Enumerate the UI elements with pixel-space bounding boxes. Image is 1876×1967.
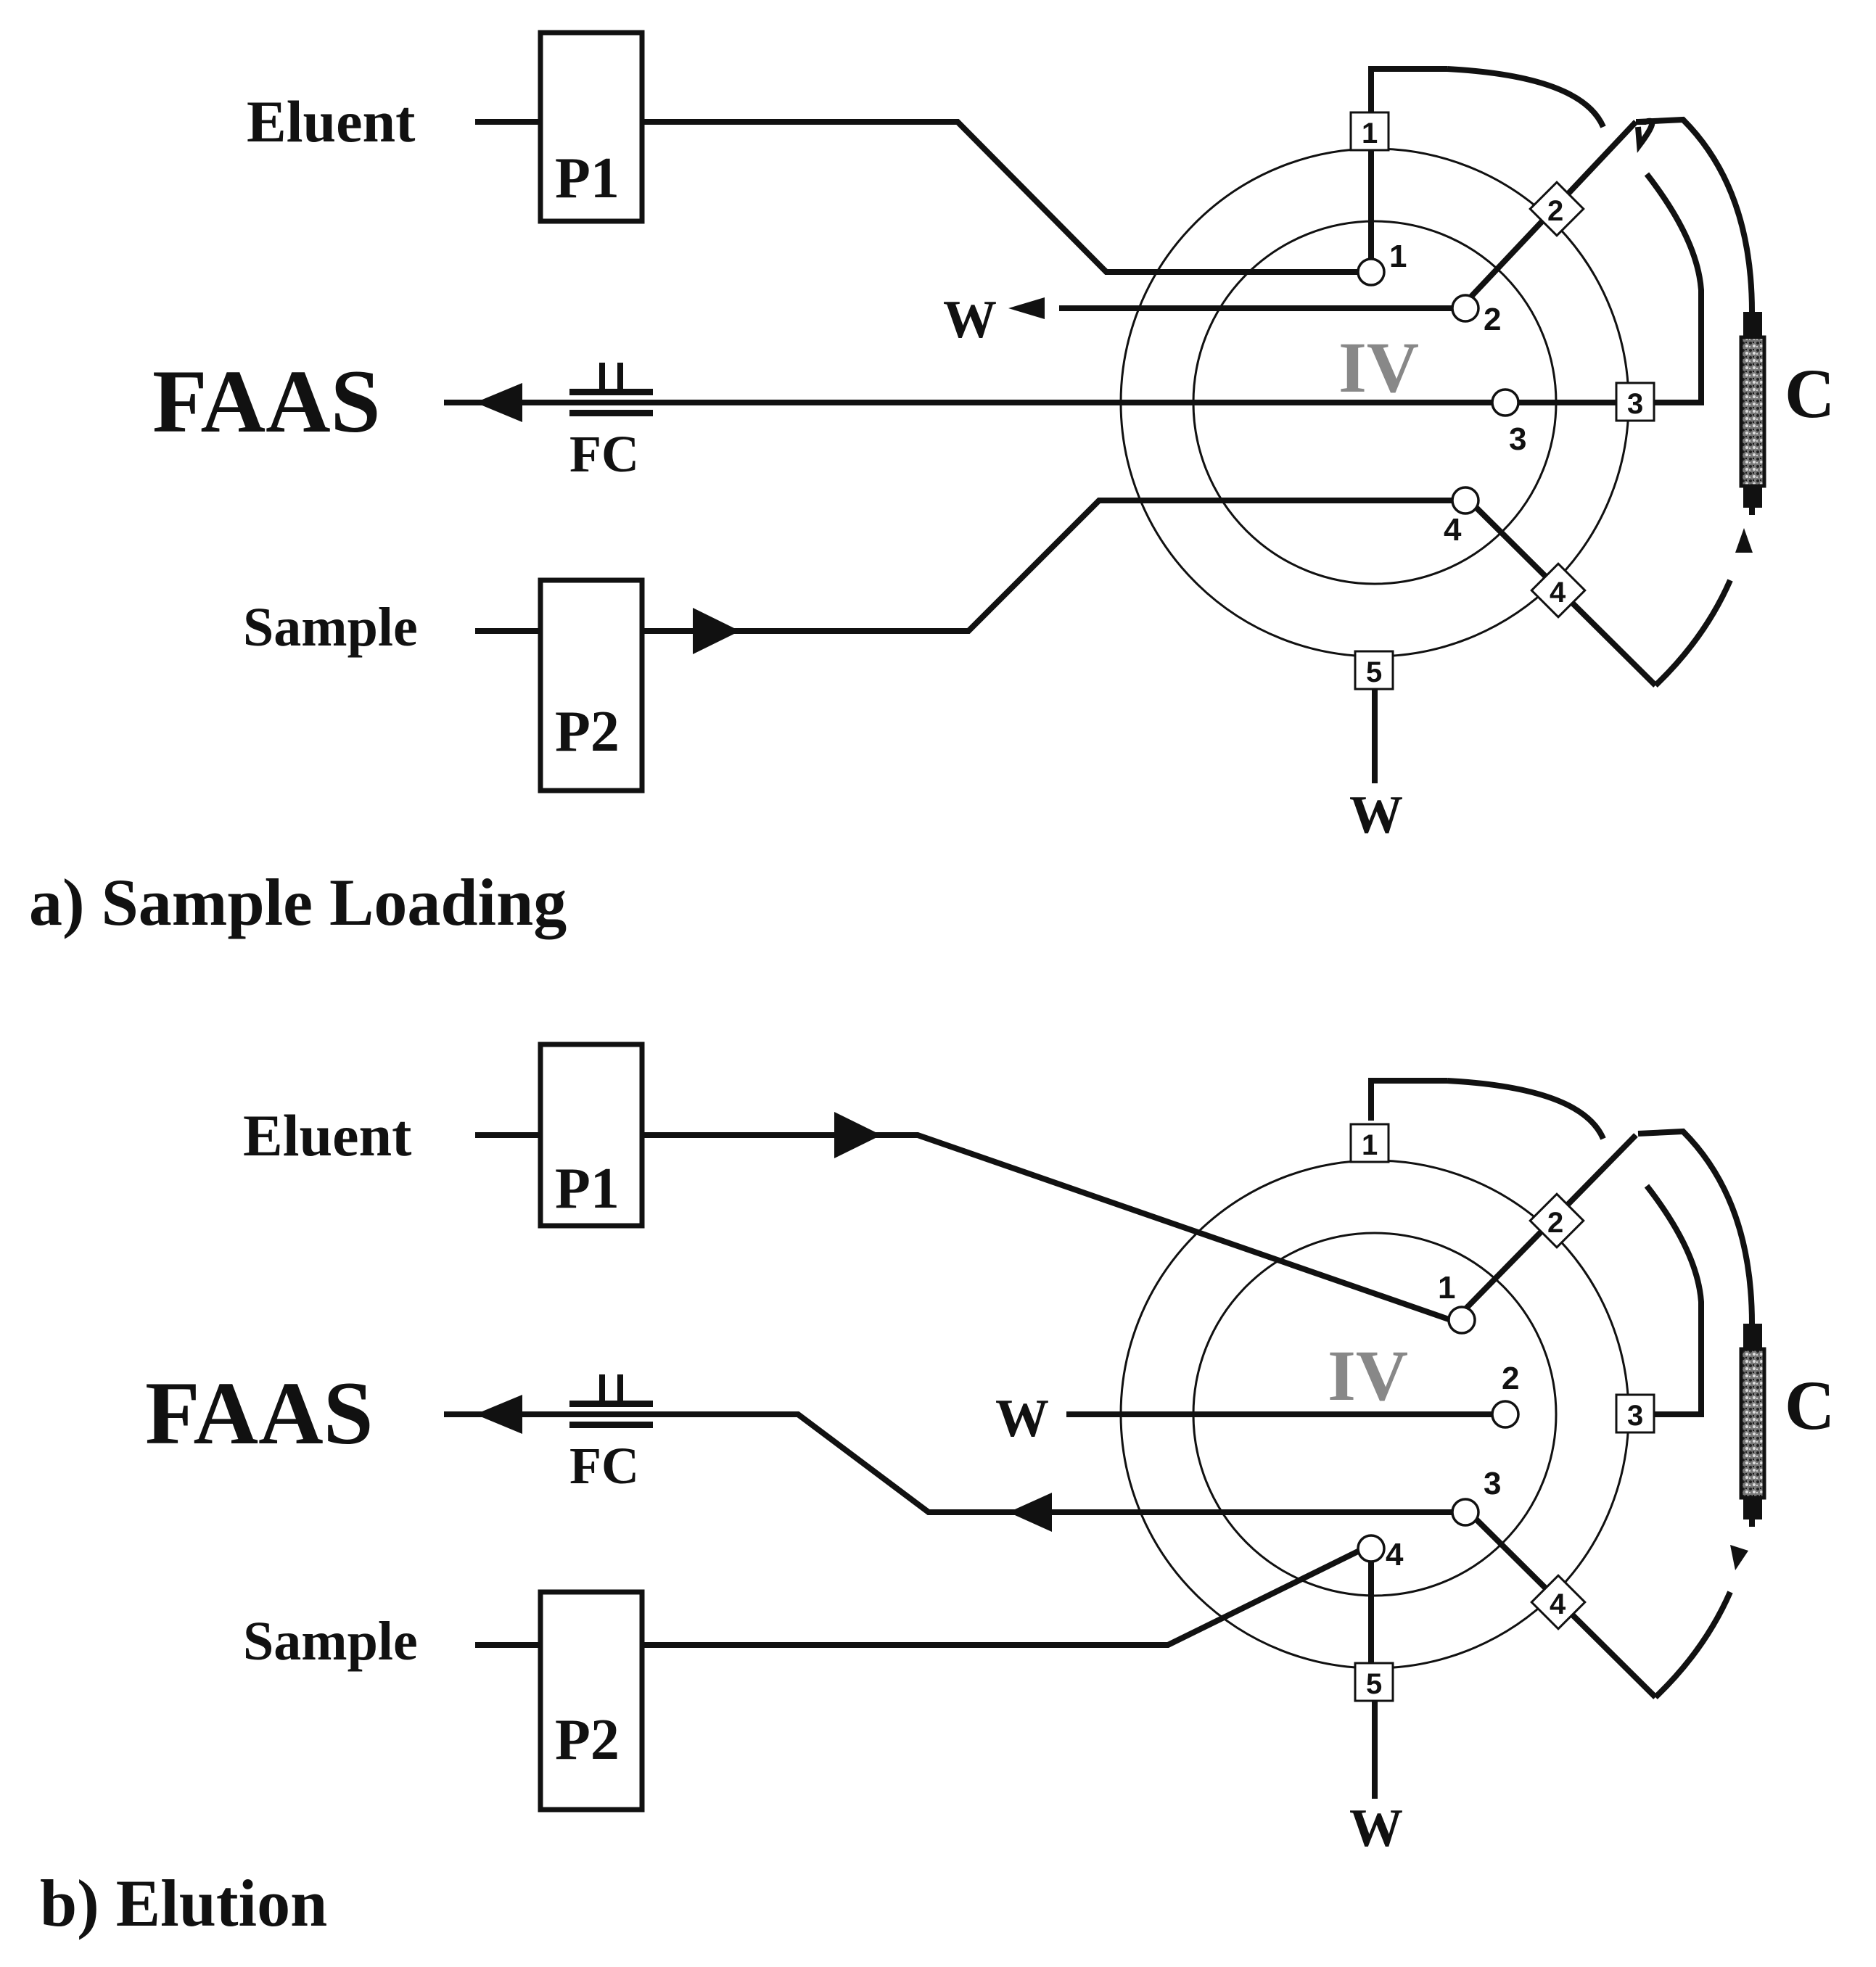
outer-port-3	[1615, 382, 1655, 422]
faas-label: FAAS	[145, 1364, 374, 1463]
outer-port-3-num: 3	[1627, 388, 1643, 420]
panel-a-caption: a) Sample Loading	[29, 865, 567, 939]
inner-port-4-num: 4	[1444, 512, 1462, 548]
pump2-label: P2	[555, 1708, 620, 1772]
column	[1739, 1347, 1766, 1500]
sample-label: Sample	[243, 597, 418, 658]
outer-port-5	[1354, 650, 1394, 690]
column	[1739, 335, 1766, 488]
flow-cell-bottom	[569, 1422, 653, 1428]
flow-cell-bottom	[569, 410, 653, 416]
valve-label: IV	[1328, 1335, 1408, 1416]
outer-port-3-num: 3	[1627, 1400, 1643, 1432]
panel-b-caption: b) Elution	[40, 1866, 327, 1940]
eluent-arrow	[834, 1112, 881, 1158]
sample-line	[475, 1546, 1365, 1648]
outer-port-4-num: 4	[1550, 577, 1566, 609]
outer-port-3	[1615, 1393, 1655, 1434]
pump2-label: P2	[555, 700, 620, 764]
inner-port-4-num: 4	[1386, 1537, 1404, 1572]
inner-port-3-num: 3	[1484, 1466, 1501, 1501]
inner-port-2-num: 2	[1484, 302, 1501, 337]
inner-port-3	[1491, 388, 1520, 417]
waste-label-left: W	[995, 1389, 1049, 1448]
outer-port-2-num: 2	[1547, 1207, 1563, 1239]
inner-port-1-num: 1	[1438, 1270, 1455, 1306]
flow-cell-label: FC	[569, 1437, 639, 1495]
column-label: C	[1785, 1366, 1835, 1444]
outer-port-1	[1349, 1123, 1390, 1163]
outer-port-5-num: 5	[1366, 656, 1382, 688]
inner-port-2-num: 2	[1502, 1361, 1519, 1396]
waste-label-bottom: W	[1349, 785, 1403, 845]
inner-port-1	[1357, 257, 1386, 286]
eluent-label: Eluent	[243, 1102, 411, 1168]
port1-to-port3	[1629, 1184, 1704, 1417]
outer-port-1-num: 1	[1362, 1129, 1378, 1161]
waste-label-top: W	[943, 290, 997, 350]
outer-port-1-num: 1	[1362, 117, 1378, 149]
column-bottom-line	[1653, 1591, 1733, 1699]
outer-port-4	[1530, 562, 1587, 619]
inner-port-3	[1451, 1498, 1480, 1527]
inner-port-1	[1447, 1306, 1476, 1335]
inner-port-1-num: 1	[1389, 239, 1407, 274]
sample-label: Sample	[243, 1611, 418, 1672]
outer-port-2	[1529, 181, 1585, 237]
port1-arc	[1447, 1078, 1606, 1140]
pump1-label: P1	[555, 147, 620, 210]
port1-arc-start	[1368, 66, 1447, 109]
column-bottom-line	[1653, 579, 1733, 688]
port1-arc-start	[1368, 1078, 1447, 1121]
outer-port-2-num: 2	[1547, 195, 1563, 227]
column-top-line	[1637, 1128, 1755, 1324]
outer-port-1	[1349, 111, 1390, 152]
eluent-label: Eluent	[247, 88, 415, 154]
port1-to-port3	[1629, 172, 1704, 405]
flow-cell-top	[569, 1401, 653, 1407]
valve-label: IV	[1338, 327, 1419, 408]
faas-line	[444, 1411, 1458, 1515]
pump-p2	[538, 1589, 645, 1813]
inner-port-2	[1451, 294, 1480, 323]
column-top-line	[1637, 116, 1755, 313]
flow-cell-label: FC	[569, 425, 639, 483]
column-flow-arrow	[1730, 1545, 1748, 1570]
pump-p1	[538, 30, 645, 224]
faas-arrow	[475, 1395, 522, 1434]
sample-arrow	[693, 608, 740, 654]
panel-elution: Eluent Sample FAAS FC W W P1 P2 IV C 1 2…	[40, 1042, 1835, 1940]
inner-port-3-num: 3	[1509, 421, 1526, 457]
faas-label: FAAS	[152, 352, 381, 451]
eluent-line	[475, 119, 1364, 275]
column-cap-bottom	[1743, 486, 1762, 508]
outer-port-5-num: 5	[1366, 1668, 1382, 1700]
waste-label-bottom: W	[1349, 1799, 1403, 1858]
panel-sample-loading: Eluent Sample FAAS FC W W P1 P2 IV C 1 2…	[29, 30, 1835, 939]
column-cap-top	[1743, 1324, 1762, 1349]
flow-cell-top	[569, 389, 653, 395]
faas-arrow	[475, 383, 522, 422]
column-cap-top	[1743, 312, 1762, 337]
waste-arrow	[1008, 297, 1045, 319]
pump1-label: P1	[555, 1157, 620, 1221]
outer-port-5	[1354, 1662, 1394, 1702]
pump-p2	[538, 577, 645, 793]
outer-port-4	[1530, 1574, 1587, 1630]
port1-arc	[1447, 66, 1606, 128]
column-cap-bottom	[1743, 1498, 1762, 1519]
inner-port-4	[1451, 486, 1480, 515]
inner-port-2	[1491, 1400, 1520, 1429]
column-flow-arrow	[1735, 528, 1753, 553]
inner-port-4	[1357, 1534, 1386, 1563]
return-arrow	[1008, 1493, 1052, 1532]
pump-p1	[538, 1042, 645, 1229]
outer-port-2	[1529, 1192, 1585, 1249]
outer-port-4-num: 4	[1550, 1588, 1566, 1620]
column-label: C	[1785, 355, 1835, 432]
